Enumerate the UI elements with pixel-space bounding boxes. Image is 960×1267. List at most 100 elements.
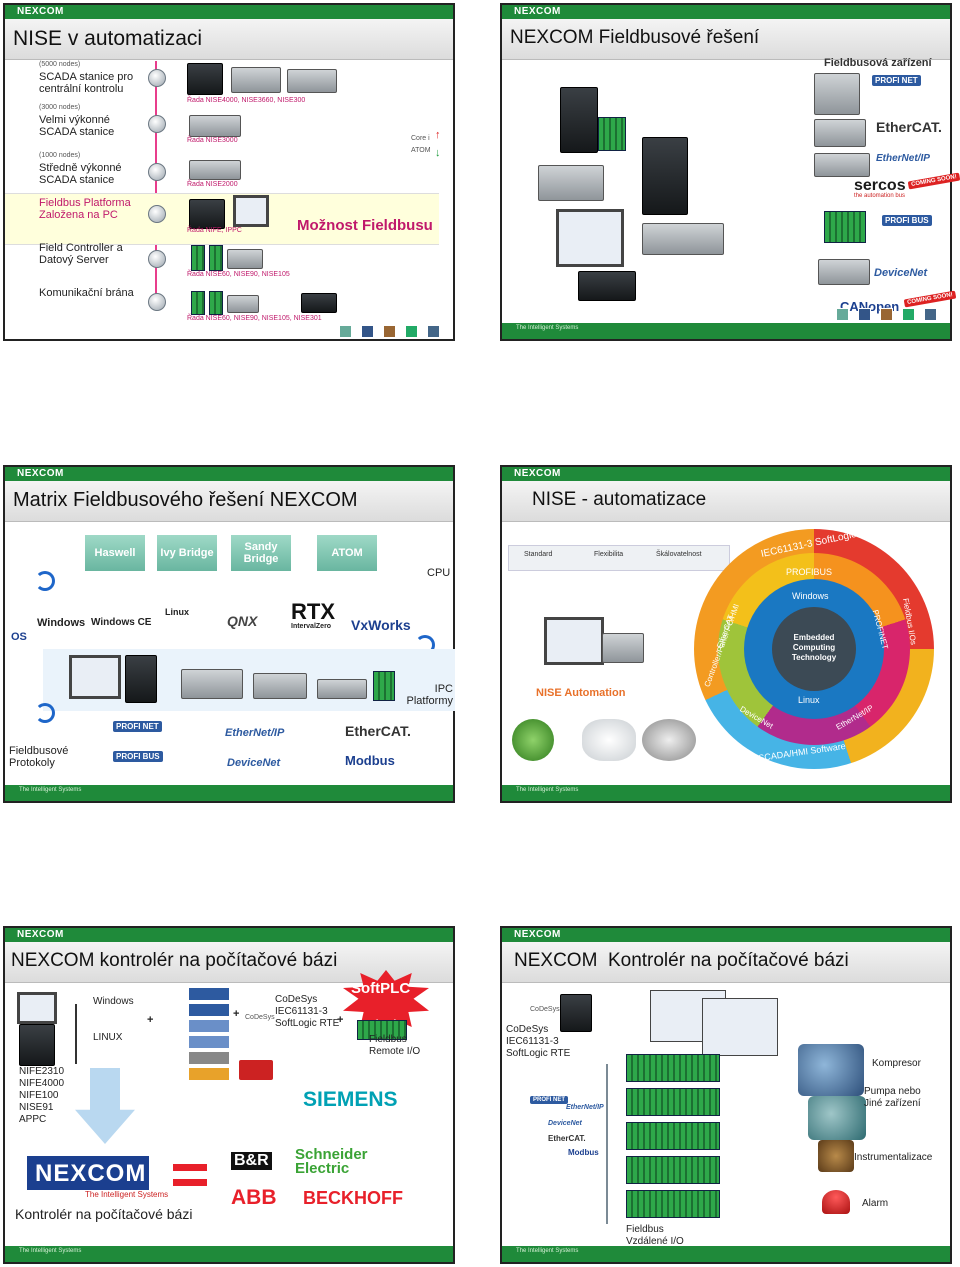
io-module-image [824, 211, 866, 243]
slide-fieldbus-matrix: NEXCOM Matrix Fieldbusového řešení NEXCO… [3, 465, 455, 803]
controller-image [19, 1024, 55, 1066]
cpu-ivy-bridge: Ivy Bridge [157, 535, 217, 571]
level-label: Field Controller a Datový Server [39, 242, 123, 266]
logo-siemens: SIEMENS [303, 1088, 398, 1111]
cpu-atom: ATOM [317, 535, 377, 571]
product-item: NISE91 [19, 1102, 54, 1113]
node-count: (1000 nodes) [39, 152, 81, 159]
codesys-label: CoDeSys IEC61131-3 SoftLogic RTE [275, 994, 340, 1029]
slide-title: Matrix Fieldbusového řešení NEXCOM [13, 489, 358, 511]
level-node-icon [148, 205, 166, 223]
device-image [189, 115, 241, 137]
logo-beckhoff: BECKHOFF [303, 1188, 403, 1208]
ring-label-windows: Windows [792, 591, 829, 601]
device-image [189, 160, 241, 180]
hierarchy-line [155, 61, 157, 306]
footer-tagline: The Intelligent Systems [19, 787, 82, 793]
plus-sign: + [233, 1008, 240, 1020]
chip-flexibility: Flexibilita [594, 551, 624, 558]
nexcom-logo: NEXCOM [514, 929, 561, 940]
software-screenshot [702, 998, 778, 1056]
controller-image [560, 994, 592, 1032]
io-module-image [209, 245, 223, 271]
fieldbus-option-label: Možnost Fieldbusu [297, 217, 433, 234]
logo-ethernetip: EtherNet/IP [566, 1104, 604, 1111]
chip-standard: Standard [524, 551, 553, 558]
os-qnx: QNX [227, 613, 258, 629]
level-label: Velmi výkonné SCADA stanice [39, 114, 115, 138]
level-scada-central: (5000 nodes) SCADA stanice pro centrální… [39, 59, 149, 95]
footer-tagline: The Intelligent Systems [516, 325, 579, 331]
icon-stopwatch [642, 719, 696, 761]
bottom-caption: Kontrolér na počítačové bázi [15, 1206, 193, 1222]
device-image [231, 67, 281, 93]
level-scada-mid: (1000 nodes) Středně výkonné SCADA stani… [39, 150, 149, 186]
softplc-label: SoftPLC [351, 980, 411, 997]
valve-image [818, 1140, 854, 1172]
logo-devicenet: DeviceNet [227, 757, 281, 769]
footer-thumb [427, 325, 440, 338]
slide-title: NISE - automatizace [532, 489, 707, 510]
core-label: Embedded Computing Technology [791, 633, 837, 662]
title-bar: Matrix Fieldbusového řešení NEXCOM [5, 481, 453, 522]
level-node-icon [148, 69, 166, 87]
nexcom-big-logo-text: NEXCOM [35, 1160, 147, 1187]
product-item: APPC [19, 1114, 47, 1125]
level-label: Fieldbus Platforma Založena na PC [39, 197, 131, 221]
product-item: NIFE100 [19, 1090, 59, 1101]
device-image [189, 199, 225, 229]
level-node-icon [148, 293, 166, 311]
footer-thumb [858, 308, 871, 321]
cpu-sandy-bridge: Sandy Bridge [231, 535, 291, 571]
rack-io-image [814, 153, 870, 177]
ring-core [772, 607, 856, 691]
icon-bulb [512, 719, 554, 761]
level-node-icon [148, 250, 166, 268]
bus-line [606, 1064, 608, 1224]
logo-bnr: B&R [231, 1152, 272, 1170]
icon-piggy-bank [582, 719, 636, 761]
product-item: NIFE2310 [19, 1066, 65, 1077]
controller-image [642, 137, 688, 215]
logo-ethernetip: EtherNet/IP [876, 153, 930, 164]
series-label: Řada NISE4000, NISE3660, NISE300 [187, 97, 306, 104]
panel-pc-image [69, 655, 121, 699]
level-label: Středně výkonné SCADA stanice [39, 162, 122, 186]
logo-profinet: PROFI NET [113, 721, 162, 732]
cycle-icon [35, 571, 55, 591]
footer-tagline: The Intelligent Systems [19, 1248, 82, 1254]
protocol-logo-stack [189, 984, 229, 1092]
device-image [227, 249, 263, 269]
io-module-image [191, 245, 205, 271]
label-instrumentation: Instrumentalizace [854, 1152, 933, 1163]
logo-sercos: sercos [854, 177, 906, 194]
rack-io-image [814, 119, 866, 147]
footer-thumb [836, 308, 849, 321]
cpu-haswell: Haswell [85, 535, 145, 571]
logo-ethercat: EtherCAT. [345, 723, 411, 739]
title-bar: NEXCOM Kontrolér na počítačové bázi [502, 942, 950, 983]
header-bar: NEXCOM [5, 5, 453, 19]
arrow-down-icon: ↓ [435, 147, 441, 159]
footer-bar: The Intelligent Systems [502, 1246, 950, 1262]
title-bar: NISE - automatizace [502, 481, 950, 522]
footer-thumb [339, 325, 352, 338]
footer-thumb [383, 325, 396, 338]
header-bar: NEXCOM [5, 928, 453, 942]
slide-title: NEXCOM Kontrolér na počítačové bázi [514, 950, 849, 971]
device-image [287, 69, 337, 93]
slide-pc-based-controller: NEXCOM NEXCOM kontrolér na počítačové bá… [3, 926, 455, 1264]
nexcom-logo: NEXCOM [514, 6, 561, 17]
plus-sign: + [337, 1014, 344, 1026]
label-pump: Pumpa nebo Jiné zařízení [864, 1086, 921, 1109]
controller-image [560, 87, 598, 153]
io-module-image [191, 291, 205, 315]
device-image [317, 679, 367, 699]
logo-schneider: Schneider Electric [295, 1146, 368, 1177]
hilscher-logo [239, 1060, 273, 1080]
alarm-image [822, 1190, 850, 1214]
nexcom-tagline: The Intelligent Systems [85, 1190, 169, 1199]
label-alarm: Alarm [862, 1198, 889, 1209]
logo-ethercat: EtherCAT. [876, 119, 942, 135]
os-vxworks: VxWorks [351, 617, 411, 633]
